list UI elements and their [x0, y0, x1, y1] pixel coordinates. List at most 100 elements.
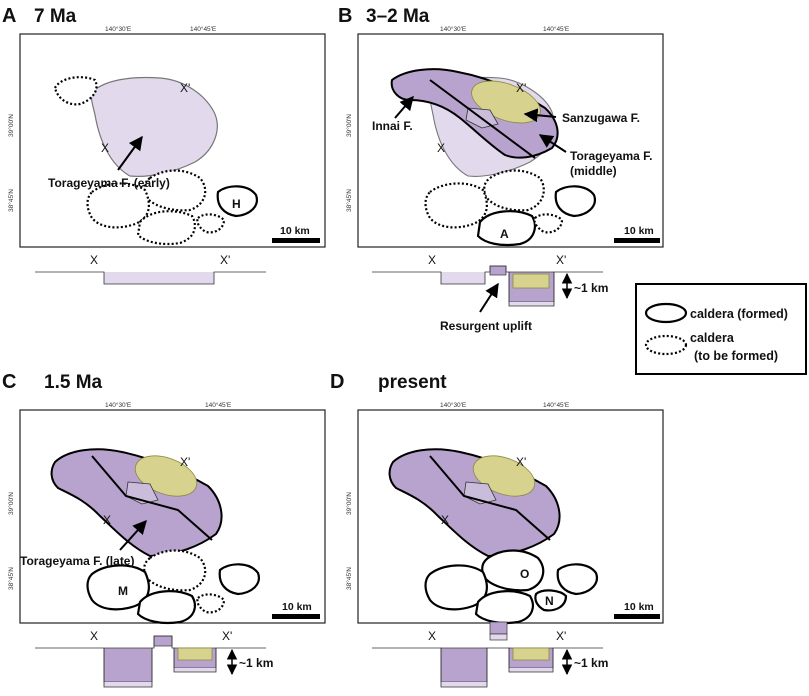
inner-boundary-c: [91, 455, 213, 541]
scale-label-a: 10 km: [280, 225, 310, 237]
caldera-m-label: M: [118, 584, 128, 598]
caldera-a: [476, 210, 536, 247]
section-b-base: [509, 302, 554, 306]
arrow-late: [119, 519, 147, 551]
section-d-base-left: [441, 682, 487, 687]
caldera-a-label: A: [500, 227, 509, 241]
arrow-middle: [538, 134, 567, 153]
depth-label-c: ~1 km: [239, 656, 273, 670]
depth-label-b: ~1 km: [574, 281, 608, 295]
dotted-caldera-nw: [53, 76, 98, 106]
dotted-caldera-center: [143, 169, 207, 212]
section-b-profile: [372, 265, 603, 307]
section-b-xprime: X': [556, 253, 566, 267]
arrow-innai: [394, 95, 414, 119]
panel-d-age: present: [378, 372, 447, 393]
section-d-uplift-base: [489, 633, 508, 641]
dotted-caldera-m: [86, 182, 150, 229]
scale-bar-a: [272, 238, 320, 243]
panel-c: C 1.5 Ma 140°30'E 140°45'E 39°00'N 38°45…: [2, 371, 326, 688]
dotted-caldera-b-m: [424, 182, 488, 229]
section-d-x: X: [428, 629, 436, 643]
caldera-o: [481, 549, 545, 592]
panel-a: A 7 Ma 140°30'E 140°45'E 39°00'N 38°45'N…: [2, 5, 326, 285]
section-c: X X' ~1 km: [35, 629, 273, 688]
x-prime-label-c: X': [180, 455, 190, 469]
section-b: X X' ~1 km Resurgent uplift: [372, 253, 608, 333]
panel-a-age: 7 Ma: [34, 6, 77, 27]
section-c-base-right: [174, 668, 216, 672]
arrow-resurgent: [479, 282, 499, 313]
torageyama-early-area: [90, 76, 218, 177]
tick-d-lat2: 38°45'N: [345, 567, 353, 590]
section-b-x: X: [428, 253, 436, 267]
legend-tbf-2: (to be formed): [694, 349, 778, 363]
section-d-yellow: [512, 647, 550, 661]
tick-b-lon1: 140°30'E: [440, 25, 467, 33]
legend-box: [635, 283, 807, 375]
tick-c-lon2: 140°45'E: [205, 401, 232, 409]
caldera-h-c: [218, 563, 260, 596]
tick-lon2: 140°45'E: [190, 25, 217, 33]
panel-d-letter: D: [330, 371, 344, 393]
inner-boundary-b: [429, 79, 536, 159]
x-prime-label-a: X': [180, 81, 190, 95]
tick-c-lon1: 140°30'E: [105, 401, 132, 409]
section-d-uplift: [489, 621, 508, 635]
dotted-caldera-c-center: [143, 549, 207, 592]
section-c-base-left: [104, 682, 152, 687]
label-torageyama-early: Torageyama F. (early): [48, 176, 170, 190]
section-a-x: X: [90, 253, 98, 267]
tick-lat1: 39°00'N: [7, 114, 15, 137]
caldera-h-b: [554, 185, 596, 218]
section-d-purple-left: [440, 647, 488, 683]
dotted-caldera-c-n: [196, 593, 226, 614]
section-a-xprime: X': [220, 253, 230, 267]
section-c-purple-left: [103, 647, 153, 683]
caldera-o-label: O: [520, 567, 529, 581]
panel-b: B 3–2 Ma 140°30'E 140°45'E 39°00'N 38°45…: [338, 5, 664, 333]
legend-dotted-symbol: [644, 334, 688, 356]
section-d-xprime: X': [556, 629, 566, 643]
section-d-base-right: [509, 668, 553, 672]
caldera-h-d: [556, 563, 598, 596]
caldera-n-label: N: [545, 594, 554, 608]
scale-bar-b: [614, 238, 660, 243]
tick-d-lon2: 140°45'E: [543, 401, 570, 409]
inner-boundary-d: [429, 455, 551, 541]
scale-label-b: 10 km: [624, 225, 654, 237]
panel-a-letter: A: [2, 5, 16, 27]
caldera-h: [216, 185, 258, 218]
legend-formed: caldera (formed): [690, 307, 788, 321]
section-c-yellow: [177, 647, 213, 661]
tick-d-lon1: 140°30'E: [440, 401, 467, 409]
tick-lat2: 38°45'N: [7, 189, 15, 212]
tick-d-lat1: 39°00'N: [345, 492, 353, 515]
label-middle-1: Torageyama F.: [570, 149, 652, 163]
caldera-h-label: H: [232, 197, 241, 211]
scale-label-d: 10 km: [624, 601, 654, 613]
label-torageyama-late: Torageyama F. (late): [20, 554, 134, 568]
tick-c-lat2: 38°45'N: [7, 567, 15, 590]
panel-c-age: 1.5 Ma: [44, 372, 103, 393]
dotted-caldera-south: [136, 210, 196, 246]
x-label-b: X: [437, 141, 445, 155]
caldera-m: [86, 564, 150, 611]
depth-label-d: ~1 km: [574, 656, 608, 670]
section-a: X X': [35, 253, 266, 285]
legend: caldera (formed) caldera (to be formed): [635, 283, 807, 375]
x-label-d: X: [441, 513, 449, 527]
dotted-caldera-b-n: [533, 213, 564, 234]
x-label-c: X: [103, 513, 111, 527]
tick-c-lat1: 39°00'N: [7, 492, 15, 515]
section-d: X X' ~1 km: [372, 621, 608, 688]
label-sanzugawa: Sanzugawa F.: [562, 111, 640, 125]
tick-b-lon2: 140°45'E: [543, 25, 570, 33]
section-b-uplift: [489, 265, 507, 276]
caldera-n: [534, 589, 568, 612]
panel-c-letter: C: [2, 371, 16, 393]
section-b-yellow: [512, 273, 550, 289]
x-label-a: X: [101, 141, 109, 155]
caldera-m-d: [424, 564, 488, 611]
label-resurgent: Resurgent uplift: [440, 319, 532, 333]
